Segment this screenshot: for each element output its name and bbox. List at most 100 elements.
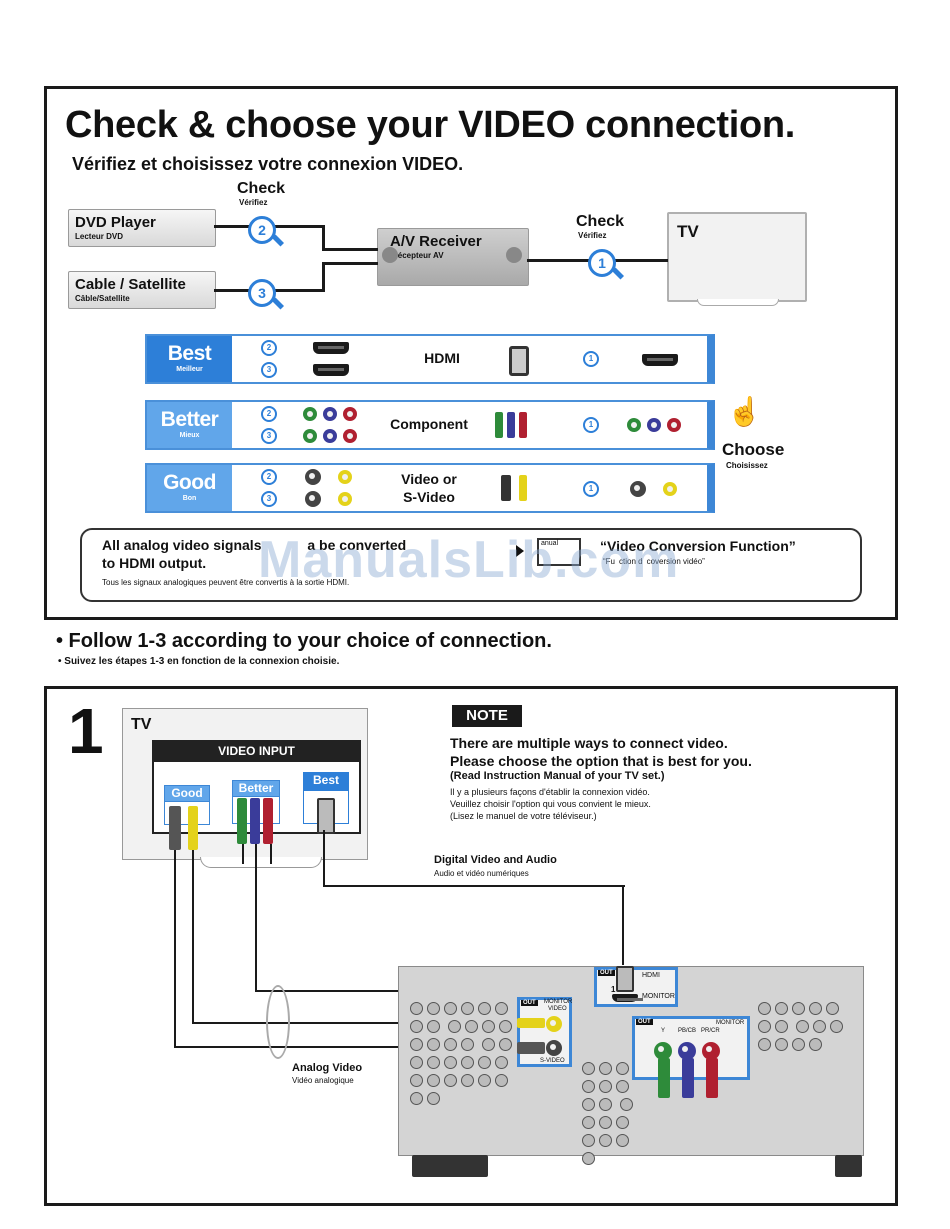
blue-plug-icon — [507, 412, 515, 438]
yellow-jack-icon — [338, 470, 352, 484]
cable-satellite-label: Cable / Satellite — [75, 276, 186, 293]
hdmi-port-icon — [612, 994, 643, 1002]
tv-label: TV — [677, 222, 699, 241]
magnifier-icon: 2 — [261, 406, 277, 422]
badge-good: Good — [164, 785, 210, 803]
yellow-jack-icon — [663, 482, 677, 496]
component-out-tag: OUT — [636, 1019, 653, 1025]
function-title: “Video Conversion Function” — [600, 538, 796, 554]
hdmi-plug-icon — [616, 966, 634, 992]
manual-book-icon: anual — [537, 538, 581, 566]
note-fr2: Veuillez choisir l'option qui vous convi… — [450, 799, 651, 809]
svideo-plug-icon — [169, 806, 181, 850]
receiver-foot — [412, 1155, 488, 1177]
yellow-jack-icon — [338, 492, 352, 506]
conversion-note-box — [80, 528, 862, 602]
cable-satellite-sublabel: Câble/Satellite — [75, 294, 130, 303]
hdmi-port-label: HDMI — [642, 972, 660, 979]
badge-best: Best — [303, 772, 349, 792]
red-jack-icon — [343, 429, 357, 443]
page-title: Check & choose your VIDEO connection. — [65, 104, 796, 146]
check-label-2: Check Vérifiez — [237, 180, 286, 207]
svideo-plug-icon — [517, 1042, 545, 1054]
row-good: Good Bon 2 3 Video or S-Video 1 — [145, 463, 715, 513]
component-pr-label: PR/CR — [701, 1028, 720, 1034]
hand-pointer-icon: ☝ — [727, 396, 762, 427]
monitor-video-out-tag: OUT — [521, 1000, 538, 1006]
page-subtitle: Vérifiez et choisissez votre connexion V… — [72, 154, 464, 174]
green-jack-icon — [627, 418, 641, 432]
blue-plug-icon — [682, 1058, 694, 1098]
analog-cable — [270, 844, 272, 864]
follow-heading-fr: • Suivez les étapes 1-3 en fonction de l… — [58, 656, 340, 667]
dvd-player-device: DVD Player Lecteur DVD — [68, 209, 216, 247]
analog-cable — [242, 844, 244, 864]
hdmi-port-icon — [313, 342, 349, 354]
step-number: 1 — [68, 695, 104, 767]
red-jack-icon — [702, 1042, 720, 1060]
svideo-jack-icon — [546, 1040, 562, 1056]
hdmi-plug-icon — [509, 346, 529, 376]
note-fr3: (Lisez le manuel de votre téléviseur.) — [450, 811, 597, 821]
wire — [322, 262, 378, 265]
red-jack-icon — [667, 418, 681, 432]
dvd-player-sublabel: Lecteur DVD — [75, 232, 124, 241]
green-jack-icon — [654, 1042, 672, 1060]
yellow-jack-icon — [546, 1016, 562, 1032]
av-receiver-device: A/V Receiver Récepteur AV — [377, 228, 529, 286]
component-y-label: Y — [661, 1028, 666, 1034]
blue-plug-icon — [250, 798, 260, 844]
grade-best: Best Meilleur — [147, 336, 232, 382]
svideo-jack-icon — [305, 469, 321, 485]
green-jack-icon — [303, 407, 317, 421]
green-plug-icon — [237, 798, 247, 844]
receiver-foot — [835, 1155, 862, 1177]
monitor-video-callout — [517, 997, 572, 1067]
receiver-knob-icon — [382, 247, 398, 263]
green-plug-icon — [495, 412, 503, 438]
blue-jack-icon — [647, 418, 661, 432]
digital-label: Digital Video and Audio — [434, 854, 557, 866]
wire — [322, 225, 325, 251]
analog-cable — [174, 850, 519, 1048]
check-label-1: Check Vérifiez — [576, 213, 625, 240]
row-label-component: Component — [390, 416, 468, 432]
cable-bundle-ring — [266, 985, 290, 1059]
choose-label: Choose — [722, 440, 785, 459]
hdmi-port-icon — [313, 364, 349, 376]
watermark: ManualsLib.com — [258, 531, 680, 589]
digital-label-fr: Audio et vidéo numériques — [434, 869, 529, 878]
hdmi-monitor-label: MONITOR — [642, 993, 675, 1000]
row-label-video: Video or — [401, 471, 457, 487]
wire — [322, 262, 325, 292]
receiver-port-grid — [580, 1060, 640, 1168]
av-receiver-sublabel: Récepteur AV — [392, 251, 444, 260]
magnifier-icon: 3 — [261, 491, 277, 507]
tv-stand — [697, 299, 779, 306]
analog-cable — [255, 844, 537, 992]
red-jack-icon — [343, 407, 357, 421]
cable-satellite-device: Cable / Satellite Câble/Satellite — [68, 271, 216, 309]
av-receiver-label: A/V Receiver — [390, 233, 482, 250]
row-better: Better Mieux 2 3 Component 1 — [145, 400, 715, 450]
hdmi-out-tag: OUT — [598, 970, 615, 976]
red-plug-icon — [263, 798, 273, 844]
wire — [322, 248, 378, 251]
tv-device: TV — [667, 212, 807, 302]
row-label-svideo: S-Video — [403, 489, 455, 505]
conversion-fr: Tous les signaux analogiques peuvent êtr… — [102, 578, 350, 587]
arrow-right-icon — [516, 545, 524, 557]
magnifier-icon: 3 — [261, 428, 277, 444]
monitor-video-label1: MONITOR — [544, 999, 573, 1005]
note-en1: There are multiple ways to connect video… — [450, 735, 728, 751]
hdmi-cable — [323, 830, 625, 887]
green-jack-icon — [303, 429, 317, 443]
note-fr1: Il y a plusieurs façons d'établir la con… — [450, 787, 650, 797]
magnifier-icon: 1 — [583, 417, 599, 433]
analog-label: Analog Video — [292, 1062, 363, 1074]
component-monitor-label: MONITOR — [716, 1020, 745, 1026]
svideo-label: S-VIDEO — [540, 1058, 565, 1064]
video-input-header: VIDEO INPUT — [152, 740, 361, 762]
blue-jack-icon — [323, 429, 337, 443]
